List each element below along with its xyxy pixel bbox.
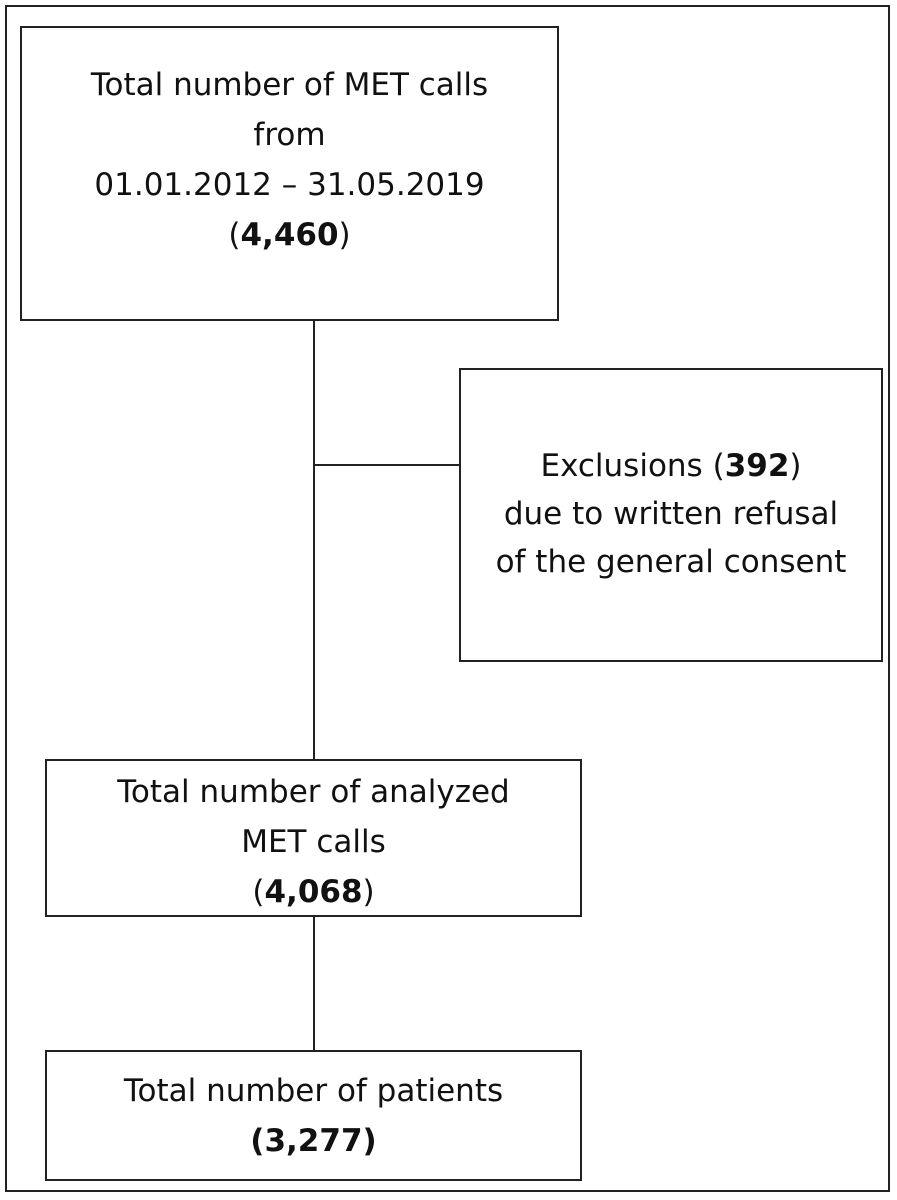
connector-total-to-analyzed — [313, 321, 315, 759]
total-patients-box: Total number of patients (3,277) — [45, 1050, 582, 1181]
analyzed-title: Total number of analyzed — [117, 774, 510, 810]
patients-title: Total number of patients — [123, 1073, 504, 1109]
analyzed-subtitle: MET calls — [241, 824, 386, 860]
exclusions-title-line: Exclusions (392) — [540, 448, 802, 484]
exclusions-count: 392 — [724, 448, 790, 484]
exclusions-reason-2: of the general consent — [495, 544, 847, 580]
total-calls-count-line: (4,460) — [228, 217, 351, 253]
exclusions-reason-1: due to written refusal — [503, 496, 839, 532]
analyzed-met-calls-box: Total number of analyzed MET calls (4,06… — [45, 759, 582, 917]
total-calls-date-range: 01.01.2012 – 31.05.2019 — [94, 167, 485, 203]
patients-count: (3,277) — [250, 1123, 377, 1159]
exclusions-label: Exclusions — [540, 448, 703, 484]
total-met-calls-box: Total number of MET calls from 01.01.201… — [20, 26, 559, 321]
exclusions-box: Exclusions (392) due to written refusal … — [459, 368, 883, 662]
connector-analyzed-to-patients — [313, 917, 315, 1050]
patients-count-line: (3,277) — [47, 1116, 580, 1166]
total-calls-title: Total number of MET calls — [90, 67, 489, 103]
analyzed-count-line: (4,068) — [252, 874, 375, 910]
total-calls-from: from — [253, 117, 326, 153]
total-calls-count: 4,460 — [240, 217, 339, 253]
connector-to-exclusions — [313, 464, 459, 466]
analyzed-count: 4,068 — [264, 874, 363, 910]
diagram-frame — [5, 5, 890, 1192]
